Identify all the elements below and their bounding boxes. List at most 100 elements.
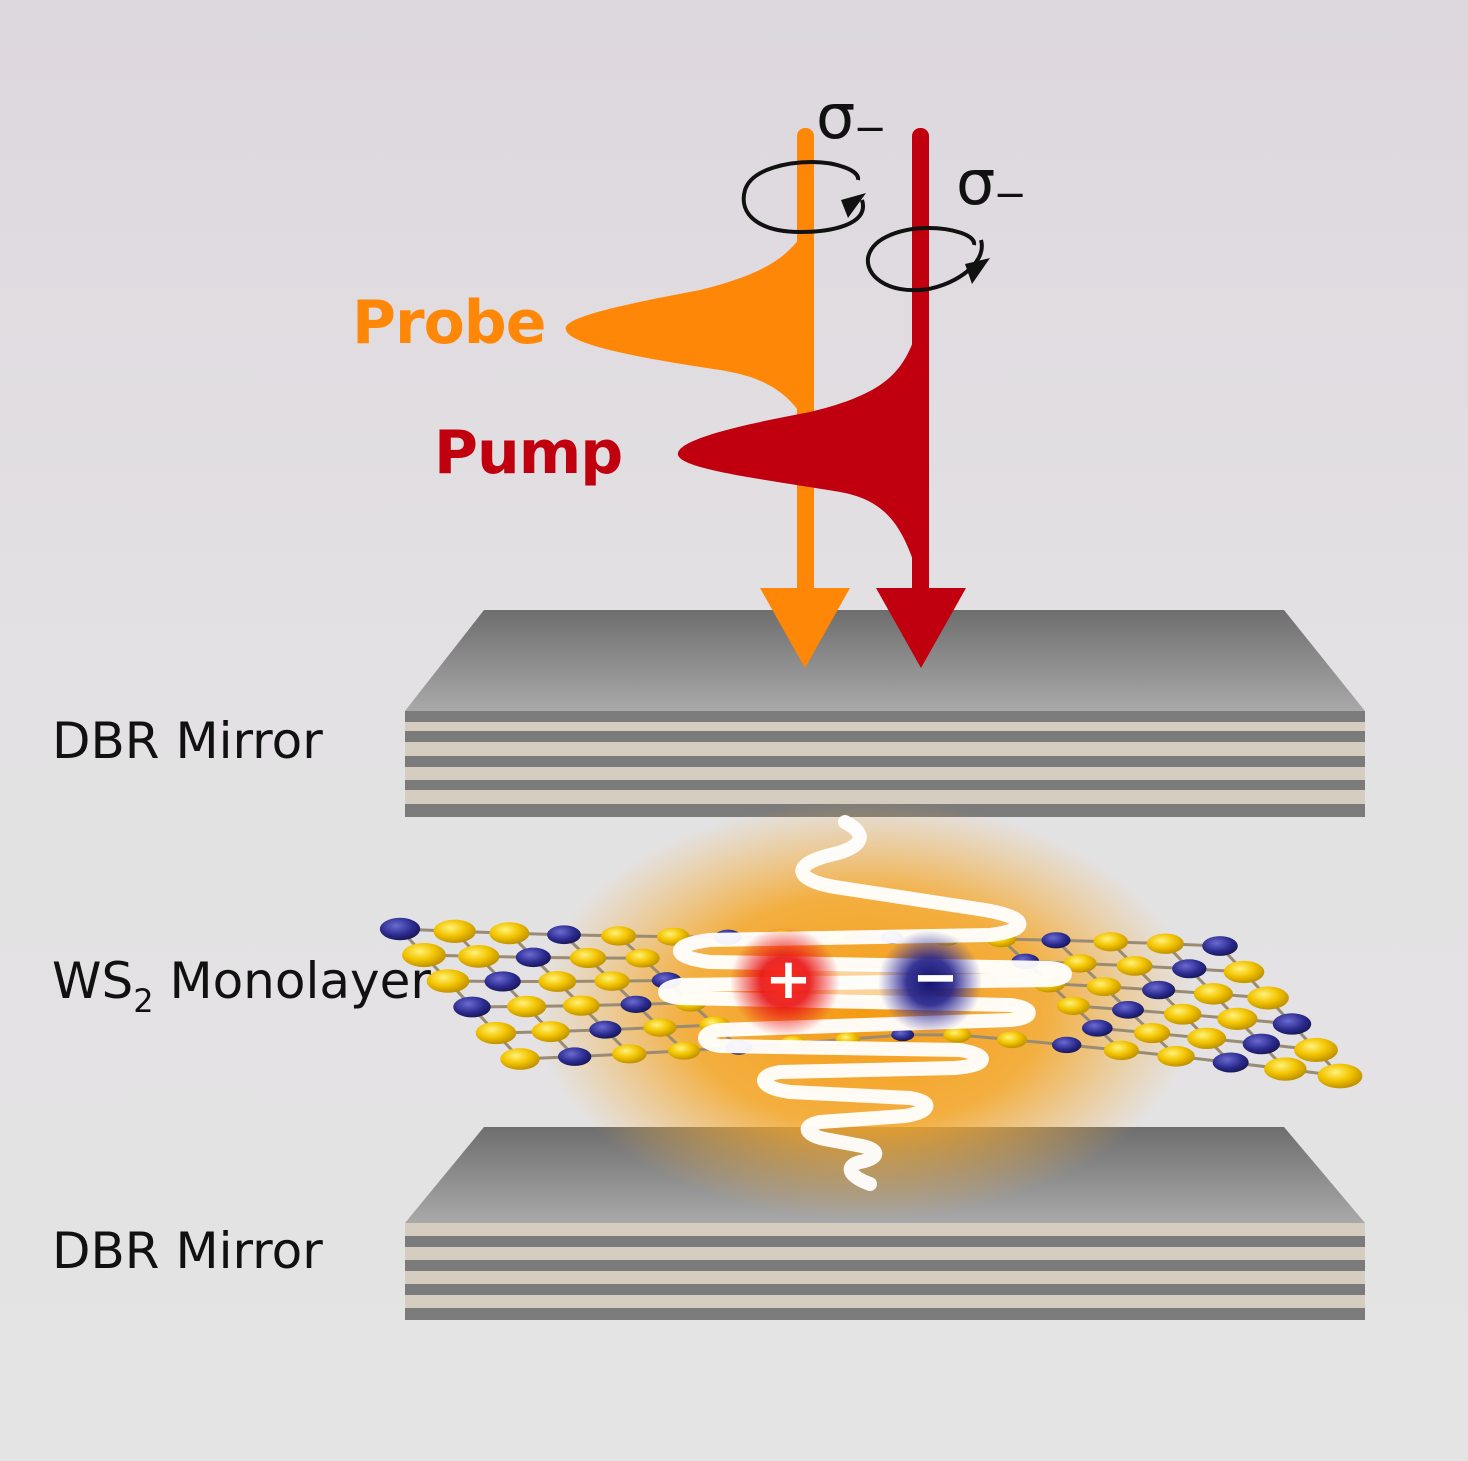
top-mirror-layer xyxy=(405,722,1365,731)
pump-polarization-label: σ− xyxy=(956,152,1029,216)
sulfur-atom xyxy=(1093,932,1129,952)
sulfur-atom xyxy=(601,926,637,946)
sulfur-atom xyxy=(433,919,476,943)
sulfur-atom xyxy=(643,1018,677,1037)
monolayer-label: WS2 Monolayer xyxy=(52,952,431,1020)
sulfur-atom xyxy=(1086,977,1122,997)
bottom-mirror-layer xyxy=(405,1295,1365,1308)
pump-polarization-subscript: − xyxy=(993,172,1027,218)
sulfur-atom xyxy=(1264,1057,1307,1081)
sulfur-atom xyxy=(500,1048,540,1070)
bottom-mirror-layer xyxy=(405,1236,1365,1247)
top-mirror-layer xyxy=(405,742,1365,756)
sulfur-atom xyxy=(1103,1040,1139,1061)
tungsten-atom xyxy=(1272,1013,1312,1035)
bottom-mirror-layer xyxy=(405,1284,1365,1295)
sulfur-atom xyxy=(457,944,500,968)
top-mirror-layer xyxy=(405,711,1365,722)
tungsten-atom xyxy=(1172,959,1207,979)
top-mirror-layer xyxy=(405,767,1365,780)
bottom-mirror-layer xyxy=(405,1260,1365,1271)
tungsten-atom xyxy=(1051,1036,1082,1054)
electron-charge-label: − xyxy=(912,945,959,1010)
sulfur-atom xyxy=(1187,1027,1227,1050)
sulfur-atom xyxy=(594,971,630,991)
hole xyxy=(730,927,840,1037)
sulfur-atom xyxy=(1247,986,1289,1010)
sulfur-atom xyxy=(402,942,446,968)
tungsten-atom xyxy=(1202,936,1238,956)
sulfur-atom xyxy=(996,1031,1028,1049)
probe-arrowhead xyxy=(760,588,850,668)
tungsten-atom xyxy=(620,995,652,1013)
cavity-photon-wave xyxy=(658,815,1072,1191)
bottom-mirror-label: DBR Mirror xyxy=(52,1222,323,1280)
tungsten-atom xyxy=(1242,1033,1280,1055)
pump-arrowhead xyxy=(876,588,966,668)
pump-beam-line xyxy=(912,128,929,603)
sulfur-atom xyxy=(507,995,547,1018)
hole-charge-label: + xyxy=(765,947,812,1012)
tungsten-atom xyxy=(1041,932,1071,949)
probe-pulse xyxy=(565,228,808,425)
top-mirror-surface xyxy=(405,610,1365,711)
sulfur-atom xyxy=(667,1041,701,1060)
tungsten-atom xyxy=(891,1028,915,1042)
sulfur-atom xyxy=(426,969,470,993)
tungsten-atom xyxy=(453,996,491,1018)
pump-pulse xyxy=(677,342,913,560)
sulfur-atom xyxy=(1163,1003,1202,1025)
sulfur-atom xyxy=(1317,1063,1363,1089)
circular-arrow-icon xyxy=(865,225,990,293)
sulfur-atom xyxy=(538,971,577,992)
top-mirror-layer xyxy=(405,756,1365,767)
monolayer-label-subscript: 2 xyxy=(133,982,154,1020)
sulfur-atom xyxy=(475,1021,517,1045)
monolayer-label-tail: Monolayer xyxy=(153,952,431,1010)
sulfur-atom xyxy=(1056,996,1090,1015)
bottom-mirror-layer xyxy=(405,1271,1365,1284)
monolayer-label-main: WS xyxy=(52,952,134,1010)
bottom-mirror-layer xyxy=(405,1247,1365,1260)
sulfur-atom xyxy=(611,1044,647,1064)
sulfur-atom xyxy=(531,1021,570,1043)
top-mirror-layer xyxy=(405,790,1365,804)
sulfur-atom xyxy=(1146,933,1184,954)
pump-beam xyxy=(677,128,966,668)
sulfur-atom xyxy=(1217,1007,1258,1030)
tungsten-atom xyxy=(1081,1019,1113,1037)
tungsten-atom xyxy=(379,917,421,941)
tungsten-atom xyxy=(547,925,581,945)
bottom-mirror-layer xyxy=(405,1308,1365,1320)
sulfur-atom xyxy=(625,948,660,968)
exciton xyxy=(730,927,982,1037)
top-dbr-mirror xyxy=(405,610,1365,817)
tungsten-atom xyxy=(484,971,521,992)
sulfur-atom xyxy=(562,995,600,1016)
electron xyxy=(878,930,982,1034)
probe-beam-line xyxy=(797,128,814,600)
tungsten-atom xyxy=(515,947,551,968)
sulfur-atom xyxy=(1294,1037,1338,1063)
probe-label: Probe xyxy=(352,288,546,358)
sulfur-atom xyxy=(1193,983,1233,1005)
tungsten-atom xyxy=(589,1020,622,1039)
sulfur-atom xyxy=(1223,960,1265,984)
circular-arrow-icon xyxy=(741,159,866,235)
polariton-glow xyxy=(535,800,1195,1220)
probe-beam xyxy=(565,128,850,668)
tungsten-atom xyxy=(1112,1000,1144,1019)
sulfur-atom xyxy=(569,947,607,968)
sulfur-atom xyxy=(1063,954,1097,973)
sulfur-atom xyxy=(1116,956,1153,976)
sulfur-atom xyxy=(1133,1023,1171,1044)
top-mirror-label: DBR Mirror xyxy=(52,712,323,770)
tungsten-atom xyxy=(1142,980,1176,1000)
sulfur-atom xyxy=(943,1027,972,1043)
probe-polarization-symbol: σ xyxy=(816,80,856,153)
tungsten-atom xyxy=(557,1047,592,1066)
top-mirror-layer xyxy=(405,780,1365,790)
pump-polarization-symbol: σ xyxy=(956,146,996,219)
bottom-mirror-layer xyxy=(405,1223,1365,1236)
